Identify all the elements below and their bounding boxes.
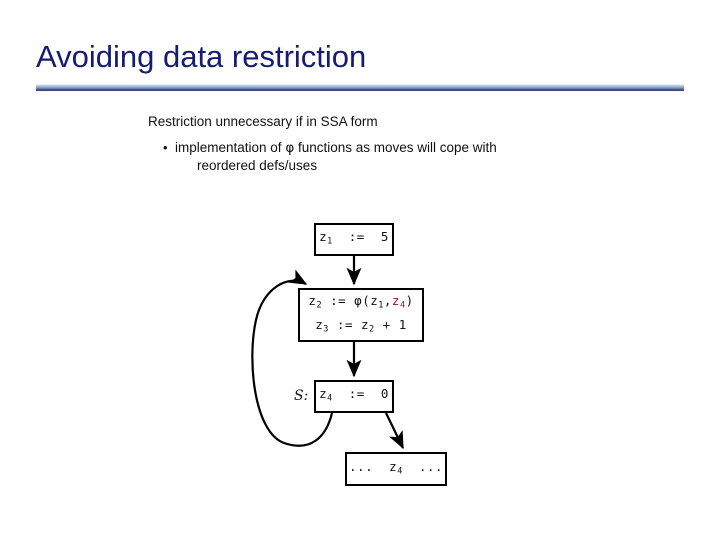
node-phi-line2: z3 := z2 + 1 [315, 317, 407, 335]
node-use: ... z4 ... [345, 452, 447, 486]
node-assign1: z1 := 5 [314, 223, 394, 256]
control-flow-diagram: z1 := 5 z2 := φ(z1,z4) z3 := z2 + 1 S: z… [240, 200, 490, 500]
title-divider [36, 84, 684, 91]
body-text-block: Restriction unnecessary if in SSA form •… [148, 113, 568, 174]
phi-symbol: φ [285, 140, 295, 156]
bullet-text-line2: reordered defs/uses [197, 158, 318, 173]
edge-back-stmt-s-to-phi [251, 269, 334, 447]
node-stmt-s-code: z4 := 0 [319, 386, 389, 404]
diagram-edges [251, 256, 404, 450]
node-use-code: ... z4 ... [349, 458, 443, 477]
body-heading: Restriction unnecessary if in SSA form [148, 114, 378, 129]
bullet-item: • implementation of φ functions as moves… [163, 139, 568, 174]
node-phi-line1: z2 := φ(z1,z4) [308, 292, 414, 310]
page-title: Avoiding data restriction [36, 39, 367, 74]
bullet-text-part1: implementation of [175, 140, 286, 155]
edge-stmt-s-to-use [385, 412, 404, 450]
node-assign1-code: z1 := 5 [319, 229, 389, 247]
bullet-text: implementation of φ functions as moves w… [175, 139, 497, 174]
bullet-marker-icon: • [163, 140, 168, 155]
node-phi-block: z2 := φ(z1,z4) z3 := z2 + 1 [298, 288, 424, 342]
node-stmt-s: z4 := 0 [314, 380, 394, 413]
statement-label-s: S: [294, 388, 309, 404]
bullet-text-part2: functions as moves will cope with [294, 140, 497, 155]
